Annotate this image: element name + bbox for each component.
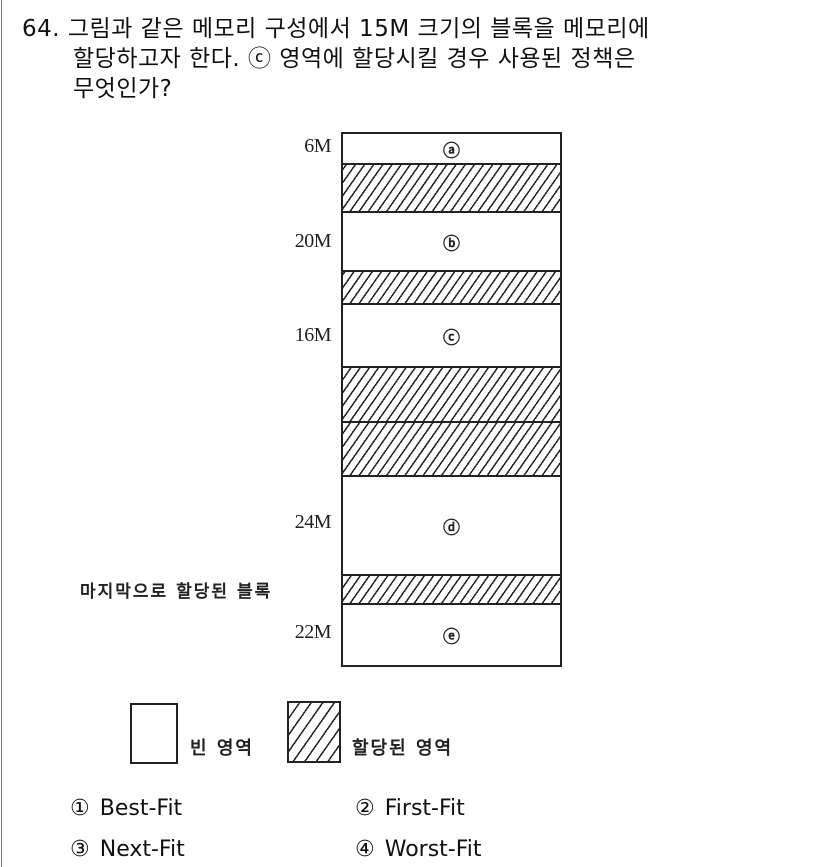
memory-block-d: ⓓ — [343, 477, 560, 576]
option-1[interactable]: ① Best-Fit — [70, 795, 182, 823]
option-4-number: ④ — [355, 837, 375, 862]
block-label-a: ⓐ — [443, 141, 460, 161]
question-line-3: 무엇인가? — [73, 76, 173, 102]
page-left-border — [1, 0, 2, 867]
block-label-c: ⓒ — [443, 328, 460, 348]
option-4[interactable]: ④ Worst-Fit — [355, 836, 482, 864]
memory-diagram: ⓐ ⓑ ⓒ ⓓ ⓔ — [341, 132, 562, 667]
memory-block-allocated-3 — [343, 368, 560, 423]
memory-block-b: ⓑ — [343, 213, 560, 272]
legend-free-swatch — [130, 703, 178, 764]
size-label-d: 24M — [294, 511, 332, 533]
memory-block-e: ⓔ — [343, 605, 560, 665]
size-label-e: 22M — [294, 621, 332, 643]
block-label-e: ⓔ — [443, 627, 460, 648]
option-2[interactable]: ② First-Fit — [355, 795, 465, 823]
option-4-text: Worst-Fit — [384, 837, 482, 862]
memory-block-allocated-4 — [343, 423, 560, 477]
memory-block-allocated-1 — [343, 165, 560, 213]
legend-allocated-swatch — [287, 701, 341, 763]
size-label-c: 16M — [294, 324, 332, 346]
question-line-1: 64. 그림과 같은 메모리 구성에서 15M 크기의 블록을 메모리에 — [22, 16, 650, 42]
memory-block-c: ⓒ — [343, 305, 560, 368]
memory-block-allocated-2 — [343, 272, 560, 305]
option-2-text: First-Fit — [384, 796, 465, 821]
option-2-number: ② — [355, 796, 375, 821]
legend-allocated-label: 할당된 영역 — [352, 738, 454, 759]
option-3-text: Next-Fit — [99, 837, 185, 862]
memory-block-last-allocated — [343, 576, 560, 605]
question-text: 64. 그림과 같은 메모리 구성에서 15M 크기의 블록을 메모리에 할당하… — [22, 14, 802, 104]
question-number: 64. — [22, 16, 61, 42]
option-1-number: ① — [70, 796, 90, 821]
option-1-text: Best-Fit — [99, 796, 183, 821]
question-line-2: 할당하고자 한다. ⓒ 영역에 할당시킬 경우 사용된 정책은 — [73, 46, 636, 72]
legend-free-label: 빈 영역 — [190, 738, 254, 759]
size-label-a: 6M — [304, 135, 331, 157]
size-label-b: 20M — [294, 230, 332, 252]
block-label-d: ⓓ — [443, 518, 460, 538]
memory-block-a: ⓐ — [343, 134, 560, 165]
option-3[interactable]: ③ Next-Fit — [70, 836, 185, 864]
block-label-b: ⓑ — [443, 234, 460, 254]
last-allocated-block-label: 마지막으로 할당된 블록 — [80, 582, 273, 602]
option-3-number: ③ — [70, 837, 90, 862]
